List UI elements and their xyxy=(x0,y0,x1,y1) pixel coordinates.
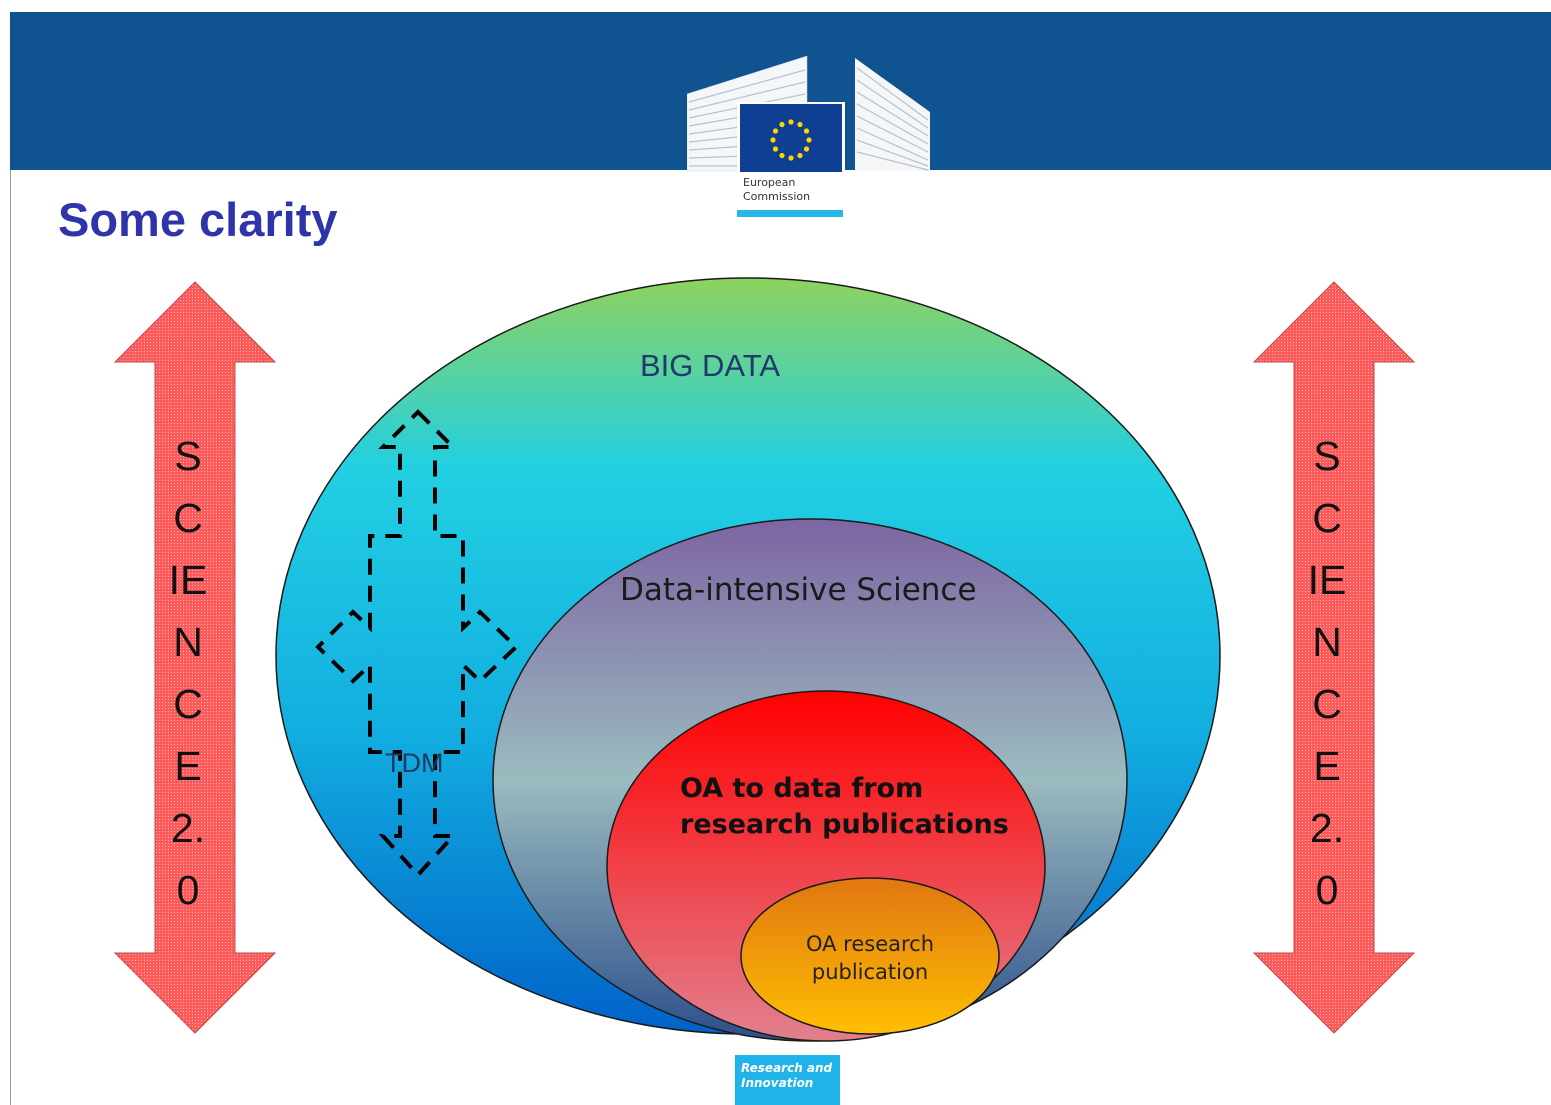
tdm-dashed-arrow xyxy=(315,409,519,878)
letter: N xyxy=(173,619,203,665)
science-2-0-arrow-right xyxy=(1252,281,1416,1034)
tdm-label: TDM xyxy=(385,748,444,778)
letter: 2. xyxy=(1309,805,1345,851)
science-2-0-right-text: S C IE N C E 2. 0 xyxy=(1292,425,1362,921)
letter: 0 xyxy=(1315,867,1339,913)
letter: C xyxy=(1312,495,1342,541)
footer-line-2: Innovation xyxy=(741,1076,814,1090)
slide-title: Some clarity xyxy=(58,193,338,246)
eu-flag-icon xyxy=(740,104,842,172)
letter: C xyxy=(1312,681,1342,727)
logo-line-2: Commission xyxy=(743,190,811,203)
science-2-0-arrow-left xyxy=(113,281,277,1034)
letter: S xyxy=(174,433,202,479)
research-innovation-text: Research and Innovation xyxy=(741,1061,841,1091)
letter: IE xyxy=(1307,557,1347,603)
letter: IE xyxy=(168,557,208,603)
building-right-icon xyxy=(855,58,930,171)
logo-caption: European Commission xyxy=(743,176,843,204)
oa-publication-label: OA research publication xyxy=(805,932,935,984)
eu-stars-icon xyxy=(770,119,812,161)
logo-line-1: European xyxy=(743,176,796,189)
oa-publication-ellipse xyxy=(740,877,1000,1035)
letter: S xyxy=(1313,433,1341,479)
letter: 0 xyxy=(176,867,200,913)
letter: E xyxy=(1313,743,1341,789)
european-commission-logo xyxy=(687,56,930,220)
oa-data-label: OA to data from research publications xyxy=(680,773,1009,840)
frame-edge xyxy=(10,170,11,1105)
logo-underline xyxy=(737,210,843,217)
data-intensive-science-label: Data-intensive Science xyxy=(620,572,977,608)
big-data-label: BIG DATA xyxy=(640,348,781,383)
letter: C xyxy=(173,681,203,727)
letter: 2. xyxy=(170,805,206,851)
letter: N xyxy=(1312,619,1342,665)
research-innovation-badge xyxy=(735,1055,840,1105)
footer-line-1: Research and xyxy=(741,1061,833,1075)
science-2-0-left-text: S C IE N C E 2. 0 xyxy=(153,425,223,921)
letter: C xyxy=(173,495,203,541)
letter: E xyxy=(174,743,202,789)
